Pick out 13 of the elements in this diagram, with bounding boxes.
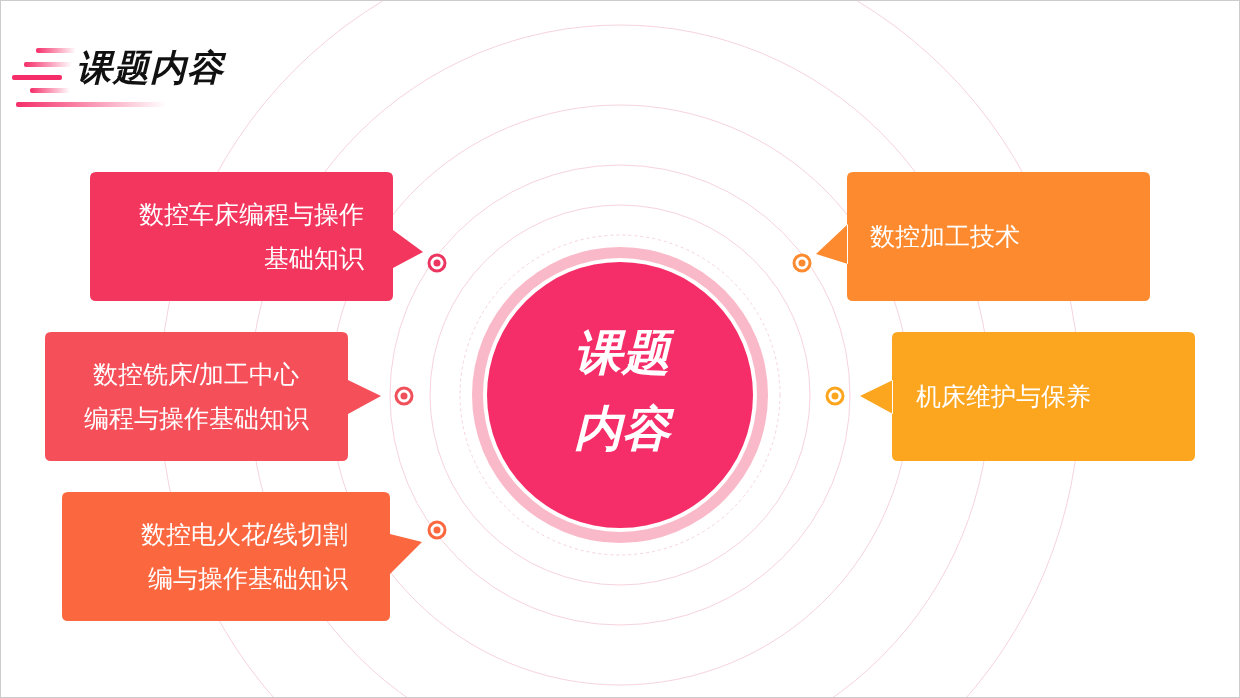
callout-text: 数控车床编程与操作基础知识	[138, 199, 364, 274]
callout-box	[45, 332, 383, 461]
callout-text: 机床维护与保养	[916, 381, 1092, 412]
callout-box	[814, 172, 1150, 301]
center-title: 课题内容	[570, 315, 674, 467]
callout-text: 数控电火花/线切割编与操作基础知识	[140, 519, 348, 594]
callout-text: 数控铣床/加工中心编程与操作基础知识	[82, 359, 310, 434]
page-title: 课题内容	[76, 46, 224, 90]
callout-box	[858, 332, 1195, 461]
center-circle	[470, 245, 770, 545]
callout-box	[62, 492, 424, 621]
callout-box	[90, 172, 425, 301]
callout-text: 数控加工技术	[870, 221, 1021, 252]
